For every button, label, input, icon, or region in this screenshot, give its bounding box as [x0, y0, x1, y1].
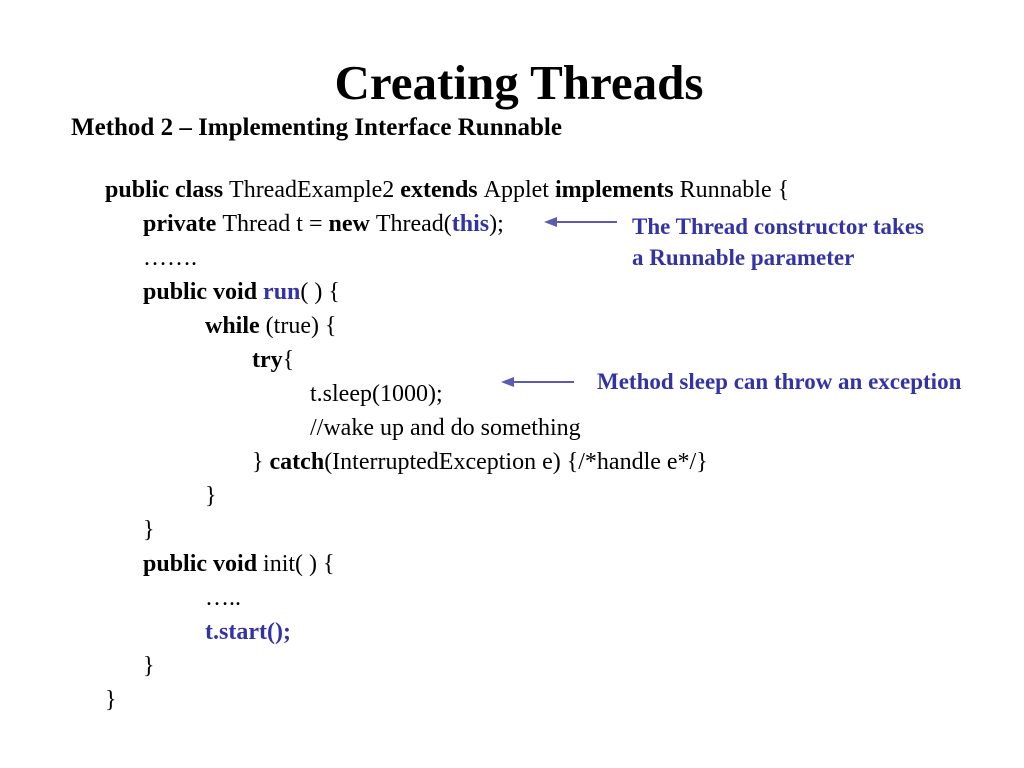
code-text: } — [105, 687, 117, 713]
code-keyword: public void — [143, 551, 264, 577]
code-keyword: new — [328, 211, 376, 237]
code-text: Runnable { — [679, 177, 790, 203]
code-keyword: while — [205, 313, 266, 339]
code-keyword: implements — [554, 177, 680, 203]
code-keyword: try — [252, 347, 283, 373]
code-line: } — [0, 683, 1024, 717]
code-line: } — [0, 479, 1024, 513]
code-line: t.start(); — [0, 615, 1024, 649]
code-keyword-blue: run — [263, 279, 301, 305]
code-keyword-blue: t.start(); — [205, 619, 291, 645]
code-line: while (true) { — [0, 309, 1024, 343]
code-keyword-blue: this — [451, 211, 490, 237]
annotation-sleep-exception: Method sleep can throw an exception — [597, 366, 961, 397]
code-line: t.sleep(1000); — [0, 377, 1024, 411]
code-text: ThreadExample2 — [229, 177, 401, 203]
annotation-line: Method sleep can throw an exception — [597, 369, 962, 394]
code-line: public void run( ) { — [0, 275, 1024, 309]
code-line: try{ — [0, 343, 1024, 377]
code-text: Thread( — [375, 211, 452, 237]
code-block: public class ThreadExample2 extends Appl… — [0, 173, 1024, 717]
code-text: } — [252, 449, 270, 475]
code-text: ……. — [143, 245, 197, 271]
code-line: } — [0, 513, 1024, 547]
code-line: } — [0, 649, 1024, 683]
slide-subtitle: Method 2 – Implementing Interface Runnab… — [71, 114, 562, 141]
code-line: public void init( ) { — [0, 547, 1024, 581]
code-text: (true) { — [265, 313, 337, 339]
code-text: { — [282, 347, 295, 373]
code-text: Thread t = — [222, 211, 329, 237]
code-line: //wake up and do something — [0, 411, 1024, 445]
code-line: private Thread t = new Thread(this); — [0, 207, 1024, 241]
code-text: (InterruptedException e) {/*handle e*/} — [324, 449, 708, 475]
code-text: ); — [489, 211, 504, 237]
code-keyword: extends — [400, 177, 484, 203]
code-keyword: public class — [105, 177, 230, 203]
slide-title: Creating Threads — [334, 55, 704, 110]
code-text: } — [143, 653, 155, 679]
code-keyword: catch — [269, 449, 325, 475]
left-arrow-icon — [501, 377, 574, 387]
annotation-thread-constructor: The Thread constructor takes a Runnable … — [632, 211, 924, 273]
code-text: } — [143, 517, 155, 543]
code-line: ……. — [0, 241, 1024, 275]
code-line: ….. — [0, 581, 1024, 615]
annotation-line: The Thread constructor takes — [632, 214, 924, 239]
code-keyword: private — [143, 211, 223, 237]
code-text: init( ) { — [263, 551, 335, 577]
code-text: //wake up and do something — [310, 415, 581, 441]
code-text: } — [205, 483, 217, 509]
code-line: } catch(InterruptedException e) {/*handl… — [0, 445, 1024, 479]
code-keyword: public void — [143, 279, 264, 305]
code-text: Applet — [483, 177, 555, 203]
code-text: t.sleep(1000); — [310, 381, 443, 407]
code-line: public class ThreadExample2 extends Appl… — [0, 173, 1024, 207]
annotation-line: a Runnable parameter — [632, 245, 855, 270]
left-arrow-icon — [544, 217, 617, 227]
code-text: ( ) { — [300, 279, 340, 305]
code-text: ….. — [205, 585, 241, 611]
